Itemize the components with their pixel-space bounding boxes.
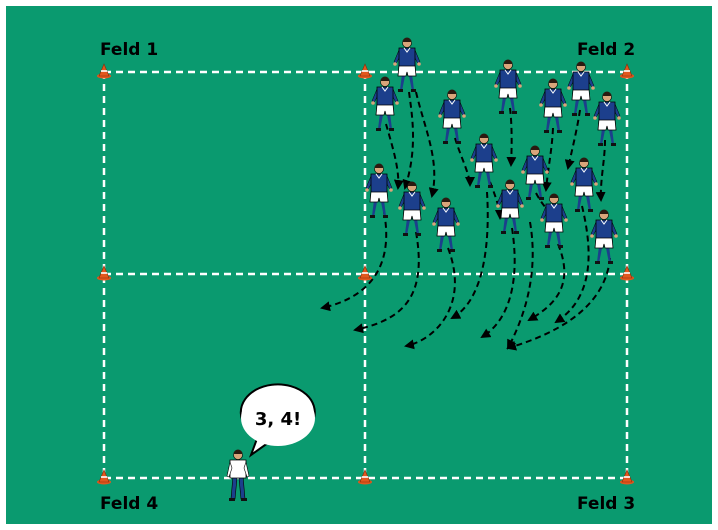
arrow-icon bbox=[353, 231, 420, 334]
arrow-icon bbox=[541, 127, 554, 192]
cone-icon bbox=[620, 469, 634, 485]
cone-icon bbox=[358, 63, 372, 79]
cone-icon bbox=[97, 469, 111, 485]
player-icon bbox=[593, 91, 621, 146]
player-icon bbox=[570, 157, 598, 212]
player-icon bbox=[365, 163, 393, 218]
cone-icon bbox=[97, 63, 111, 79]
label-feld-3: Feld 3 bbox=[577, 494, 636, 514]
player-icon bbox=[567, 61, 595, 116]
player-icon bbox=[393, 37, 421, 92]
player-icon bbox=[496, 179, 524, 234]
field-boundaries bbox=[102, 70, 629, 480]
cone-icon bbox=[620, 265, 634, 281]
cone-icon bbox=[358, 265, 372, 281]
arrow-icon bbox=[564, 109, 581, 170]
player-icon bbox=[539, 78, 567, 133]
label-feld-1: Feld 1 bbox=[100, 40, 159, 60]
cone-icon bbox=[358, 469, 372, 485]
player-icon bbox=[521, 145, 549, 200]
coach-icon bbox=[226, 449, 250, 501]
pitch-background bbox=[6, 6, 712, 524]
player-icon bbox=[494, 59, 522, 114]
arrow-icon bbox=[506, 107, 517, 167]
label-feld-4: Feld 4 bbox=[100, 494, 159, 514]
player-icon bbox=[438, 89, 466, 144]
arrow-icon bbox=[320, 211, 388, 312]
cone-icon bbox=[620, 63, 634, 79]
arrow-icon bbox=[402, 91, 414, 190]
arrow-icon bbox=[527, 243, 566, 321]
arrow-icon bbox=[506, 257, 611, 351]
cones bbox=[97, 63, 634, 485]
player-icon bbox=[540, 193, 568, 248]
arrow-icon bbox=[450, 191, 489, 319]
speech-bubble-icon: 3, 4! bbox=[239, 383, 316, 458]
players bbox=[365, 37, 621, 264]
arrow-icon bbox=[554, 205, 590, 324]
coach-group bbox=[226, 449, 250, 501]
player-icon bbox=[371, 76, 399, 131]
player-icon bbox=[470, 133, 498, 188]
coach-call-text: 3, 4! bbox=[255, 409, 301, 430]
arrow-icon bbox=[595, 139, 606, 202]
arrow-icon bbox=[415, 91, 439, 198]
arrow-icon bbox=[454, 137, 475, 187]
arrow-icon bbox=[385, 123, 404, 190]
cone-icon bbox=[97, 265, 111, 281]
player-icon bbox=[432, 197, 460, 252]
label-feld-2: Feld 2 bbox=[577, 40, 636, 60]
arrow-icon bbox=[507, 221, 534, 350]
player-icon bbox=[398, 181, 426, 236]
arrow-icon bbox=[404, 247, 456, 350]
player-icon bbox=[590, 209, 618, 264]
